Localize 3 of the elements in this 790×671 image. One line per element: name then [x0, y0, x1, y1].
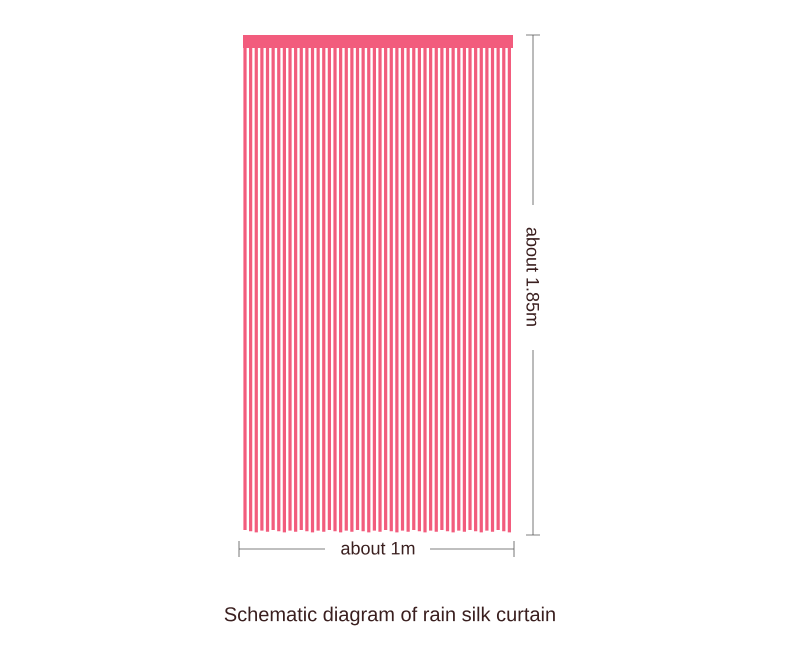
caption: Schematic diagram of rain silk curtain [224, 606, 555, 626]
dimension-label: about 1m [341, 541, 414, 555]
dimension-label: about 1.85m [526, 228, 540, 326]
